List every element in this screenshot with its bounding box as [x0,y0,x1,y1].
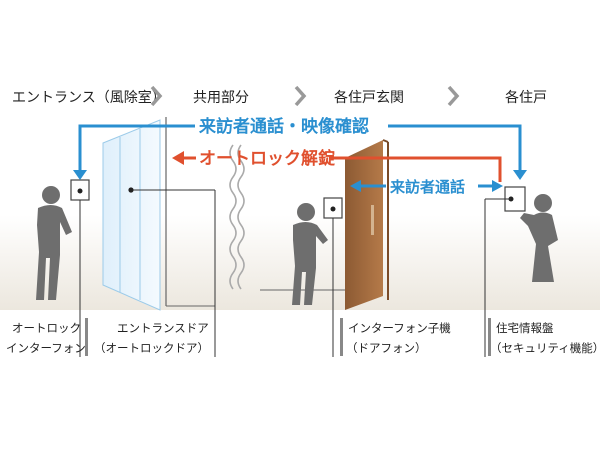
label-home-panel-2: （セキュリティ機能） [490,341,600,355]
zone-label-unit: 各住戸 [505,90,547,106]
resident-figure [520,194,558,282]
label-intercom-slave-1: インターフォン子機 [348,321,451,335]
label-autolock-intercom-2: インターフォン [6,341,86,355]
label-autolock-intercom-1: オートロック [12,321,81,335]
label-intercom-slave-2: （ドアフォン） [346,341,427,355]
flow-label-autolock-release: オートロック解錠 [199,148,335,169]
flow-visitor-call: 来訪者通話 [350,178,503,196]
label-bar [85,318,88,356]
zone-label-entrance: エントランス（風除室） [12,89,166,106]
label-home-panel-1: 住宅情報盤 [496,321,554,335]
label-bar [340,318,343,356]
section-break-wave [229,144,237,290]
autolock-intercom-dot [77,188,83,194]
flow-label-visitor-call: 来訪者通話 [389,178,465,196]
chevron-right-icon [447,85,460,107]
label-entrance-door-1: エントランスドア [117,321,209,335]
chevron-right-icon [150,85,163,107]
visitor-figure-entrance [36,186,72,300]
unit-entry-door [260,139,389,310]
flow-label-visitor-call-video: 来訪者通話・映像確認 [198,116,369,137]
intercom-slave-dot [330,206,336,212]
flow-autolock-release: オートロック解錠 [172,148,502,182]
label-entrance-door-2: （オートロックドア） [94,341,209,355]
section-break-wave [237,144,245,290]
chevron-right-icon [294,85,307,107]
label-bar [488,318,491,356]
visitor-figure-unit-door [292,203,328,305]
entrance-glass-door [102,117,215,311]
flow-visitor-call-video: 来訪者通話・映像確認 [73,116,527,180]
zone-label-unit-entry: 各住戸玄関 [334,89,404,106]
zone-label-common: 共用部分 [193,90,249,106]
